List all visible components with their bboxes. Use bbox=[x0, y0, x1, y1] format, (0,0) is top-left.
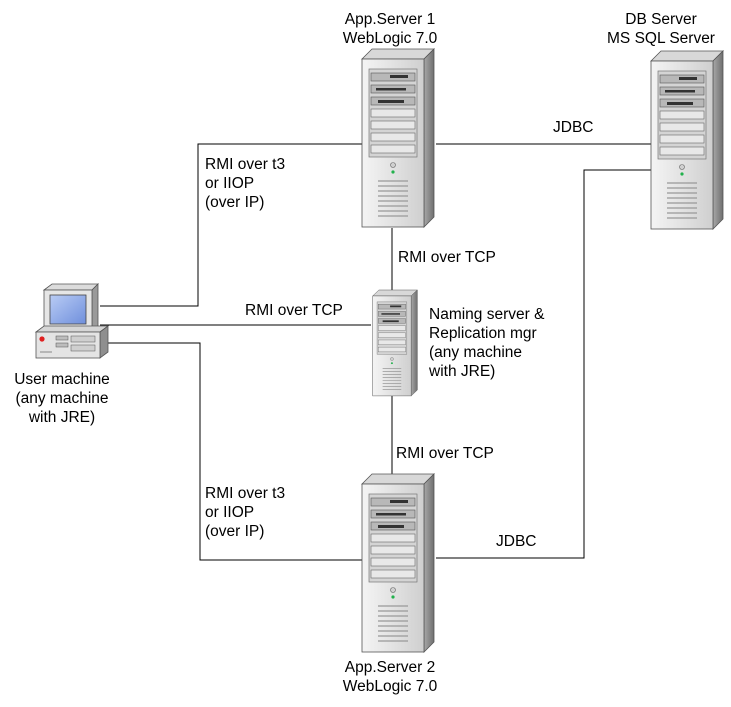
db-server-icon bbox=[650, 50, 724, 230]
link-user-app1-line: (over IP) bbox=[205, 194, 265, 211]
user-machine-line: (any machine bbox=[15, 390, 109, 407]
link-naming-app2-label: RMI over TCP bbox=[396, 445, 494, 462]
user-machine-label: User machine (any machine with JRE) bbox=[0, 370, 124, 427]
naming-server-line: Replication mgr bbox=[429, 325, 537, 342]
app-server-1-title: App.Server 1 bbox=[344, 11, 436, 28]
link-user-app2-label: RMI over t3 or IIOP (over IP) bbox=[205, 484, 285, 541]
app-server-1-subtitle: WebLogic 7.0 bbox=[342, 30, 438, 47]
link-app1-db-label: JDBC bbox=[553, 119, 594, 136]
link-user-app1 bbox=[100, 143, 362, 307]
naming-server-label: Naming server & Replication mgr (any mac… bbox=[429, 305, 544, 381]
link-user-app2-line: (over IP) bbox=[205, 523, 265, 540]
connection-lines bbox=[100, 143, 656, 561]
naming-server-line: with JRE) bbox=[429, 363, 496, 380]
link-app2-db-label: JDBC bbox=[496, 533, 537, 550]
user-machine-icon bbox=[34, 283, 110, 359]
app-server-2-icon bbox=[361, 473, 435, 653]
naming-server-line: Naming server & bbox=[429, 306, 545, 323]
db-server-label: DB Server MS SQL Server bbox=[596, 10, 726, 48]
app-server-1-label: App.Server 1 WebLogic 7.0 bbox=[325, 10, 455, 48]
user-machine-line: User machine bbox=[14, 371, 110, 388]
app-server-2-label: App.Server 2 WebLogic 7.0 bbox=[325, 658, 455, 696]
naming-server-line: (any machine bbox=[429, 344, 523, 361]
link-app1-naming-label: RMI over TCP bbox=[398, 249, 496, 266]
link-app2-db bbox=[436, 169, 656, 559]
link-user-naming-label: RMI over TCP bbox=[245, 302, 343, 319]
app-server-2-subtitle: WebLogic 7.0 bbox=[342, 678, 438, 695]
app-server-2-title: App.Server 2 bbox=[344, 659, 436, 676]
link-user-app2-line: RMI over t3 bbox=[205, 485, 286, 502]
db-server-subtitle: MS SQL Server bbox=[607, 30, 715, 47]
app-server-1-icon bbox=[361, 48, 435, 228]
link-user-app2 bbox=[100, 342, 362, 561]
link-user-app1-line: or IIOP bbox=[205, 175, 255, 192]
naming-server-icon bbox=[372, 289, 418, 397]
link-user-app1-line: RMI over t3 bbox=[205, 156, 286, 173]
user-machine-line: with JRE) bbox=[28, 409, 96, 426]
link-user-app1-label: RMI over t3 or IIOP (over IP) bbox=[205, 155, 285, 212]
link-user-app2-line: or IIOP bbox=[205, 504, 255, 521]
db-server-title: DB Server bbox=[625, 11, 697, 28]
